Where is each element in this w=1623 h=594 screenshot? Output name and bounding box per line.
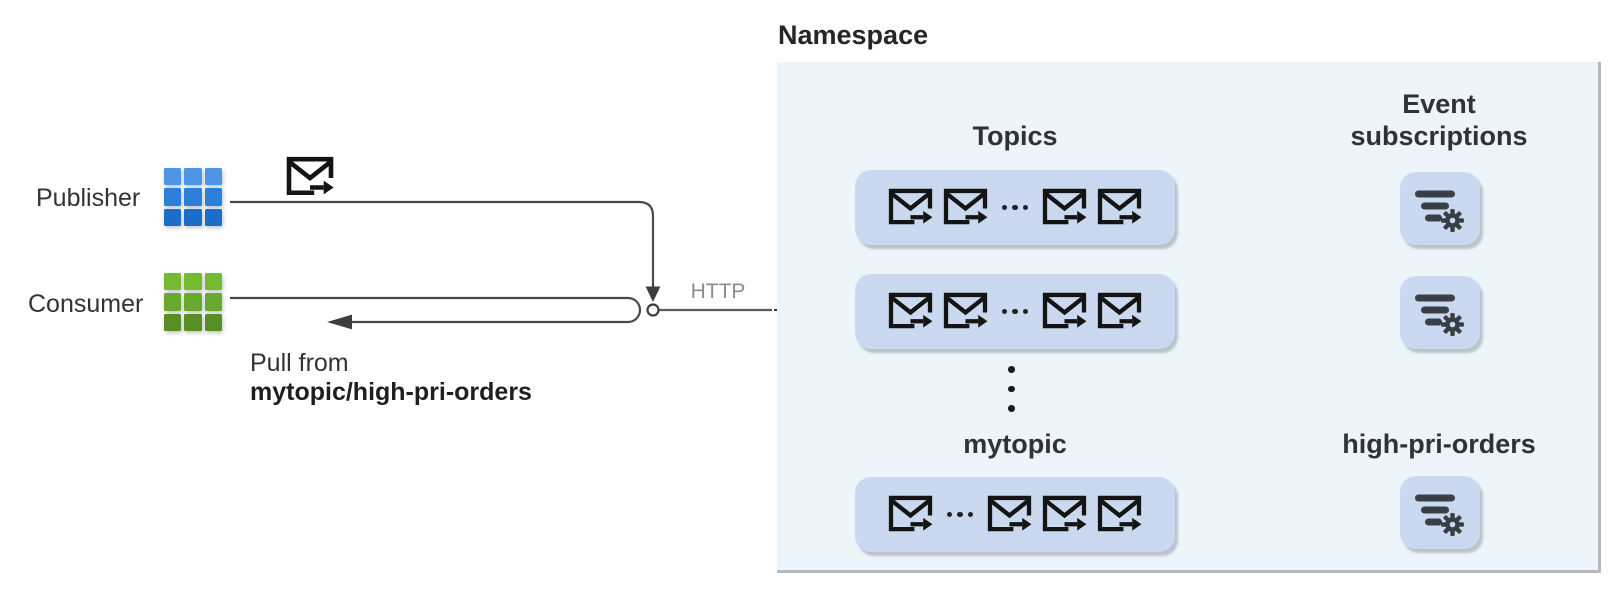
- envelope-arrow-icon: [888, 292, 933, 331]
- mytopic-heading: mytopic: [963, 429, 1067, 459]
- subscription-filter-gear-icon: [1401, 477, 1480, 549]
- envelope-arrow-icon: [1042, 292, 1087, 331]
- envelope-arrow-icon: [1042, 188, 1087, 227]
- envelope-arrow-icon: [888, 495, 933, 534]
- topics-heading: Topics: [972, 121, 1058, 151]
- envelope-arrow-icon: [943, 292, 988, 331]
- publisher-to-endpoint-arrow: [230, 200, 661, 302]
- envelope-arrow-icon: [1042, 495, 1087, 534]
- consumer-label: Consumer: [28, 290, 144, 318]
- consumer-pull-return-arrow: [230, 296, 642, 330]
- consumer-app-icon: [164, 273, 222, 331]
- topic-row-1: [855, 170, 1175, 245]
- event-subscription-box-high-pri-orders: [1400, 476, 1480, 549]
- publisher-app-icon: [164, 168, 222, 226]
- ellipsis-icon: [1001, 308, 1029, 315]
- envelope-arrow-icon: [1097, 292, 1142, 331]
- subscription-filter-gear-icon: [1401, 277, 1480, 349]
- namespace-title: Namespace: [778, 20, 929, 50]
- event-subscription-box-1: [1400, 172, 1480, 245]
- http-endpoint-circle-icon: [646, 303, 660, 317]
- pull-from-topic-path: mytopic/high-pri-orders: [250, 378, 532, 406]
- envelope-arrow-icon: [987, 495, 1032, 534]
- pull-from-text: Pull from: [250, 349, 349, 377]
- ellipsis-icon: [1001, 204, 1029, 211]
- envelope-arrow-icon: [1097, 188, 1142, 227]
- topic-row-mytopic: [855, 477, 1175, 552]
- message-envelope-icon: [285, 156, 335, 198]
- http-label: HTTP: [690, 280, 746, 303]
- envelope-arrow-icon: [943, 188, 988, 227]
- more-topics-ellipsis-icon: [1008, 366, 1015, 412]
- topic-row-2: [855, 274, 1175, 349]
- envelope-arrow-icon: [888, 188, 933, 227]
- ellipsis-icon: [946, 511, 974, 518]
- publisher-label: Publisher: [36, 184, 141, 212]
- subscription-filter-gear-icon: [1401, 173, 1480, 245]
- high-pri-orders-heading: high-pri-orders: [1342, 429, 1536, 459]
- event-subscriptions-heading: Event subscriptions: [1350, 89, 1528, 151]
- envelope-arrow-icon: [1097, 495, 1142, 534]
- event-subscription-box-2: [1400, 276, 1480, 349]
